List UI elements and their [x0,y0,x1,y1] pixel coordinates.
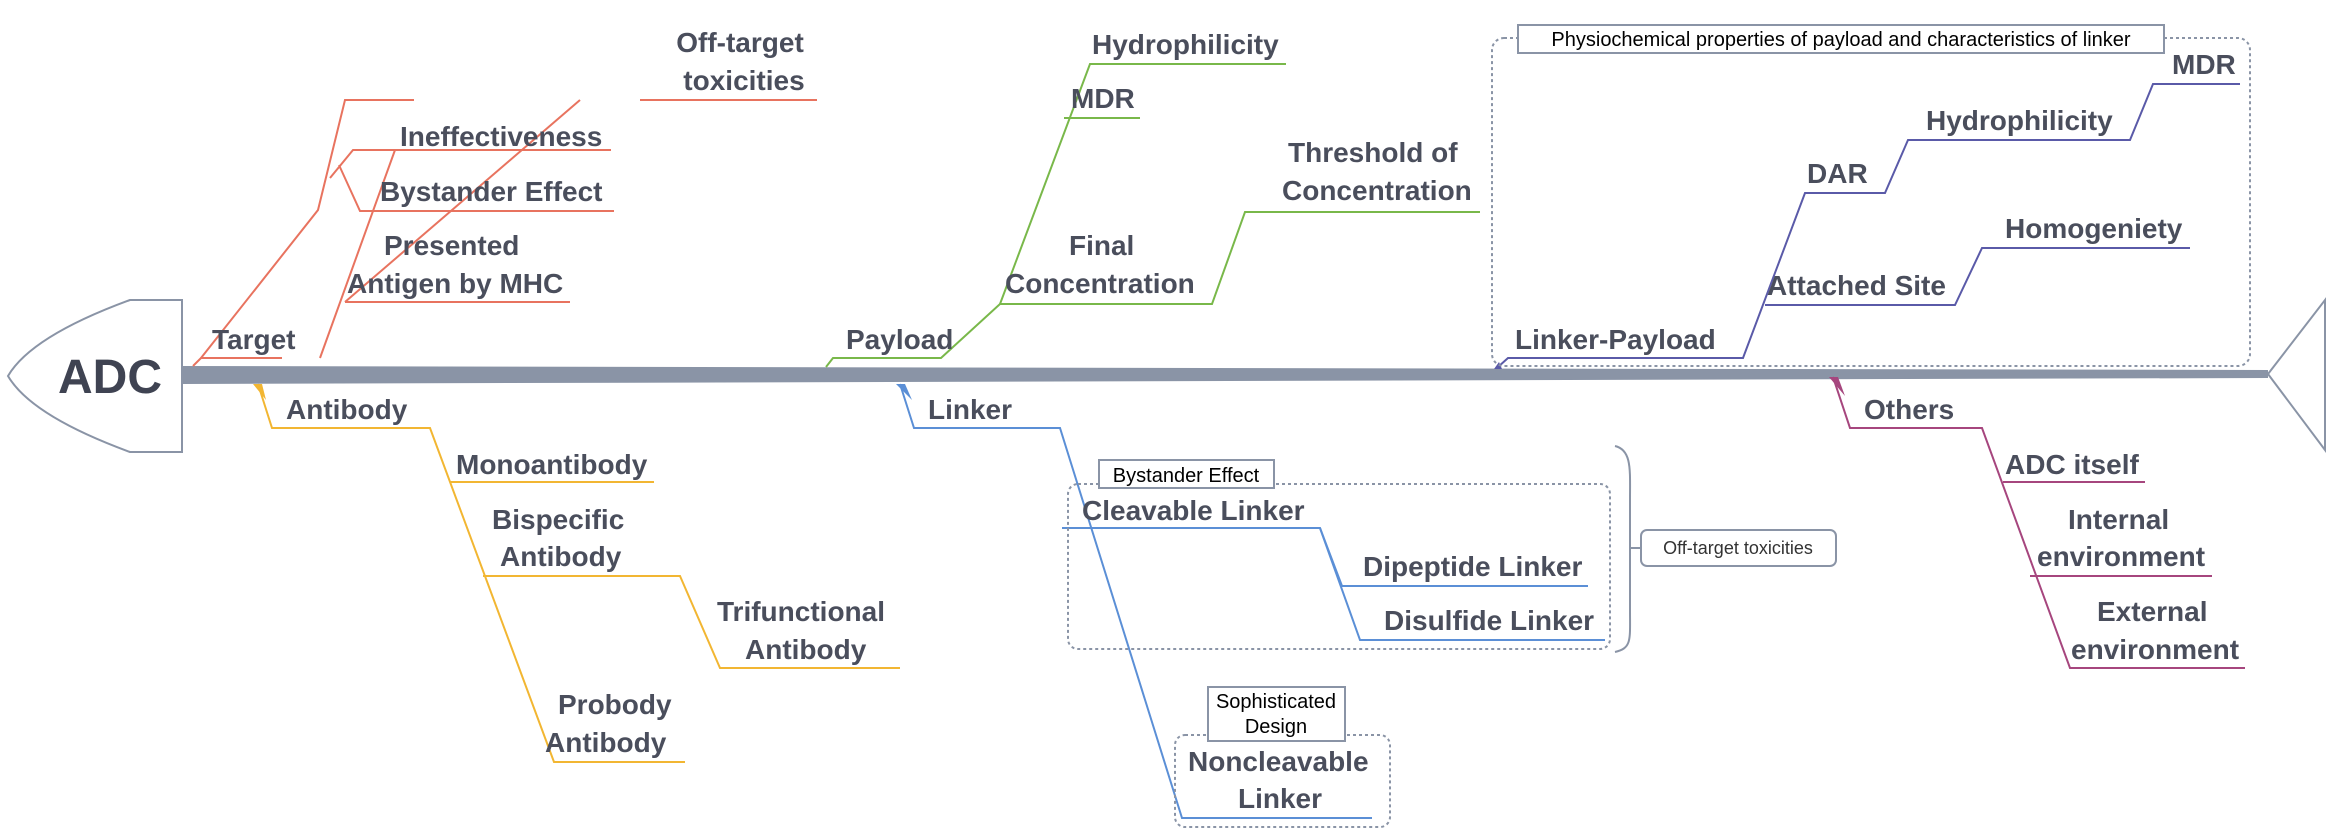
target-item-bystander: Bystander Effect [380,176,603,207]
others-label: Others [1864,394,1954,425]
fish-tail [2266,297,2326,453]
linker-label: Linker [928,394,1012,425]
branch-others [1829,376,2245,669]
offtarget-brace [1614,445,1632,653]
branch-payload [825,63,1480,368]
others-item-internal-2: environment [2037,541,2205,572]
payload-item-threshold-1: Threshold of [1288,137,1458,168]
lp-item-attached-site: Attached Site [1767,270,1946,301]
target-item-offtarget-1: Off-target [676,27,804,58]
target-item-antigen-1: Presented [384,230,519,261]
antibody-item-mono: Monoantibody [456,449,648,480]
antibody-item-bispecific-1: Bispecific [492,504,624,535]
linker-item-disulfide: Disulfide Linker [1384,605,1594,636]
others-item-internal-1: Internal [2068,504,2169,535]
payload-item-final-1: Final [1069,230,1134,261]
physio-callout [1517,24,2165,54]
bystander-callout [1098,459,1275,489]
payload-item-mdr: MDR [1071,83,1135,114]
branch-antibody [253,383,900,763]
antibody-item-trifunctional-1: Trifunctional [717,596,885,627]
physio-group-box [1491,37,2251,367]
sophisticated-callout-text-1: Sophisticated [1216,691,1336,713]
others-item-external-1: External [2097,596,2208,627]
offtarget-callout [1640,529,1837,567]
target-item-offtarget-2: toxicities [683,65,804,96]
sophisticated-callout [1207,686,1346,742]
offtarget-callout-text: Off-target toxicities [1663,538,1813,558]
antibody-label: Antibody [286,394,408,425]
others-item-external-2: environment [2071,634,2239,665]
antibody-item-trifunctional-2: Antibody [745,634,867,665]
payload-item-threshold-2: Concentration [1282,175,1472,206]
physio-callout-text: Physiochemical properties of payload and… [1551,29,2131,51]
fish-head [6,299,183,453]
linker-item-noncleavable-2: Linker [1238,783,1322,814]
target-item-antigen-2: Antigen by MHC [347,268,563,299]
linker-item-cleavable: Cleavable Linker [1082,495,1305,526]
payload-label: Payload [846,324,953,355]
antibody-item-probody-1: Probody [558,689,672,720]
payload-item-hydrophilicity: Hydrophilicity [1092,29,1279,60]
target-item-ineffectiveness: Ineffectiveness [400,121,602,152]
others-item-adc-itself: ADC itself [2005,449,2139,480]
sophisticated-callout-text-2: Design [1245,716,1307,738]
lp-item-hydrophilicity: Hydrophilicity [1926,105,2113,136]
branch-linker [896,383,1605,819]
antibody-item-probody-2: Antibody [545,727,667,758]
antibody-item-bispecific-2: Antibody [500,541,622,572]
spine [182,366,2268,384]
lp-item-dar: DAR [1807,158,1868,189]
head-label: ADC [58,351,162,404]
target-label: Target [212,324,296,355]
branch-linker-payload [1494,83,2240,369]
branch-target [192,99,817,367]
bystander-group-box [1067,483,1611,650]
linker-item-noncleavable-1: Noncleavable [1188,746,1369,777]
bystander-callout-text: Bystander Effect [1113,465,1260,487]
linker-item-dipeptide: Dipeptide Linker [1363,551,1582,582]
linker-payload-label: Linker-Payload [1515,324,1716,355]
lp-item-homogeniety: Homogeniety [2005,213,2183,244]
payload-item-final-2: Concentration [1005,268,1195,299]
lp-item-mdr: MDR [2172,49,2236,80]
